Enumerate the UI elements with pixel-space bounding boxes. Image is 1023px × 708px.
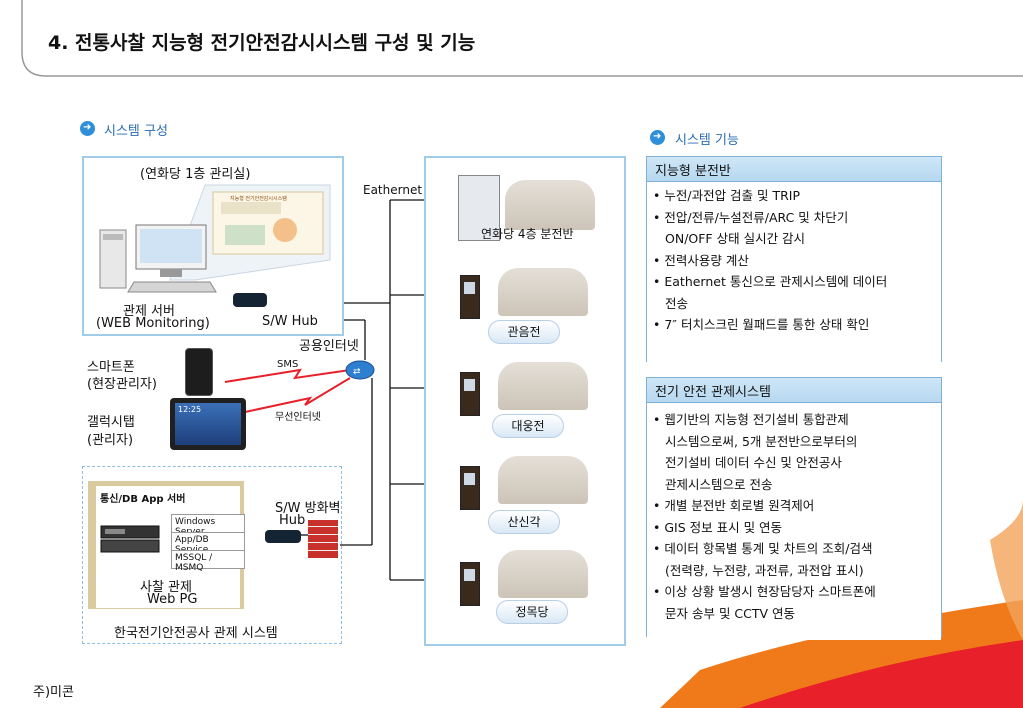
feature-item: • 전력사용량 계산: [653, 252, 749, 268]
server-computer-icon: [99, 224, 217, 293]
projector-screen: [169, 184, 331, 281]
feature-item: • Eathernet 통신으로 관제시스템에 데이터: [653, 274, 888, 289]
feature-item-cont: 시스템으로써, 5개 분전반으로부터의: [665, 433, 858, 449]
server-label: 관제 서버: [123, 304, 175, 319]
switch-hub-icon: [233, 293, 267, 307]
firewall-icon: [308, 520, 338, 558]
temple-roof-icon: [498, 268, 588, 316]
feature-item: • 데이터 항목별 통계 및 차트의 조회/검색: [653, 541, 873, 556]
system-composition-heading: 시스템 구성: [104, 124, 168, 139]
temple-roof-icon: [498, 362, 588, 410]
page-title: 4. 전통사찰 지능형 전기안전감시시스템 구성 및 기능: [48, 32, 476, 54]
cabinet-icon: [460, 466, 480, 510]
building-label-0: 연화당 4층 분전반: [481, 227, 574, 241]
svg-text:⇄: ⇄: [353, 367, 361, 377]
header-frame: [21, 0, 1023, 77]
rack-server-icon: [100, 525, 160, 553]
smartphone-sub-label: (현장관리자): [87, 377, 157, 392]
control-system-panel: 전기 안전 관제시스템 • 웹기반의 지능형 전기설비 통합관제 시스템으로써,…: [646, 377, 942, 640]
feature-box-title: 지능형 분전반: [647, 157, 941, 182]
feature-list: • 누전/과전압 검출 및 TRIP • 전압/전류/누설전류/ARC 및 차단…: [647, 182, 941, 362]
feature-item: • 개별 분전반 회로별 원격제어: [653, 498, 815, 513]
smartphone-label: 스마트폰: [87, 360, 135, 375]
firewall-hub-icon: [265, 530, 301, 543]
tablet-sub-label: (관리자): [87, 433, 134, 448]
feature-item: • 7″ 터치스크린 월패드를 통한 상태 확인: [653, 317, 870, 332]
cabinet-icon: [460, 372, 480, 416]
tablet-label: 갤럭시탭: [87, 415, 135, 430]
tablet-icon: 12:25: [170, 398, 246, 450]
office-label: (연화당 1층 관리실): [140, 167, 251, 182]
control-system-title: 전기 안전 관제시스템: [647, 378, 941, 403]
temple-web-label-1: 사찰 관제: [140, 580, 192, 595]
cabinet-icon: [460, 562, 480, 606]
building-label-4: 정목당: [496, 600, 568, 624]
temple-roof-icon: [498, 456, 588, 504]
control-feature-list: • 웹기반의 지능형 전기설비 통합관제 시스템으로써, 5개 분전반으로부터의…: [647, 403, 941, 640]
arrow-circle-icon: [650, 130, 665, 145]
temple-web-label-2: Web PG: [147, 592, 198, 607]
smartphone-icon: [185, 348, 213, 396]
kesco-panel: [82, 466, 342, 644]
feature-item: • 이상 상황 발생시 현장담당자 스마트폰에: [653, 584, 876, 599]
feature-item: • GIS 정보 표시 및 연동: [653, 519, 783, 535]
feature-item-cont: 전기설비 데이터 수신 및 안전공사: [665, 455, 842, 470]
feature-item-cont: (전력량, 누전량, 과전류, 과전압 표시): [665, 562, 864, 578]
feature-item-cont: 관제시스템으로 전송: [665, 476, 773, 492]
feature-item: • 누전/과전압 검출 및 TRIP: [653, 188, 801, 203]
firewall-hub-label: Hub: [279, 513, 306, 528]
db-item-windows: Windows Server: [171, 514, 245, 537]
feature-item: • 전압/전류/누설전류/ARC 및 차단기: [653, 209, 849, 225]
tablet-clock: 12:25: [178, 405, 202, 414]
screen-text: 지능형 전기안전감시시스템: [230, 196, 287, 202]
eathernet-label: Eathernet: [363, 183, 423, 197]
sms-label: SMS: [277, 359, 299, 370]
temple-roof-icon: [498, 550, 588, 598]
feature-item-cont: 전송: [665, 295, 689, 311]
wireless-label: 무선인터넷: [275, 412, 321, 423]
server-sub-label: (WEB Monitoring): [96, 316, 210, 331]
db-item-app: App/DB Service: [171, 532, 245, 555]
building-label-1: 관음전: [488, 320, 560, 344]
db-server-title: 통신/DB App 서버: [100, 494, 186, 505]
footer-company: 주)미콘: [33, 685, 74, 700]
building-label-3: 산신각: [488, 510, 560, 534]
hub-label: S/W Hub: [262, 314, 318, 329]
arrow-circle-icon: [80, 121, 95, 136]
building-label-2: 대웅전: [492, 414, 564, 438]
feature-item-cont: ON/OFF 상태 실시간 감시: [665, 231, 806, 246]
firewall-label: S/W 방화벽: [275, 501, 341, 516]
cabinet-icon: [460, 275, 480, 319]
db-item-mssql: MSSQL / MSMQ: [171, 550, 245, 573]
internet-label: 공용인터넷: [299, 339, 359, 354]
feature-box-panel: 지능형 분전반 • 누전/과전압 검출 및 TRIP • 전압/전류/누설전류/…: [646, 156, 942, 362]
distribution-panel-icon: [458, 175, 500, 241]
feature-item: • 웹기반의 지능형 전기설비 통합관제: [653, 412, 849, 427]
feature-item-cont: 문자 송부 및 CCTV 연동: [665, 605, 796, 621]
system-function-heading: 시스템 기능: [675, 133, 739, 148]
kesco-label: 한국전기안전공사 관제 시스템: [114, 626, 278, 641]
temple-roof-icon: [505, 180, 595, 230]
